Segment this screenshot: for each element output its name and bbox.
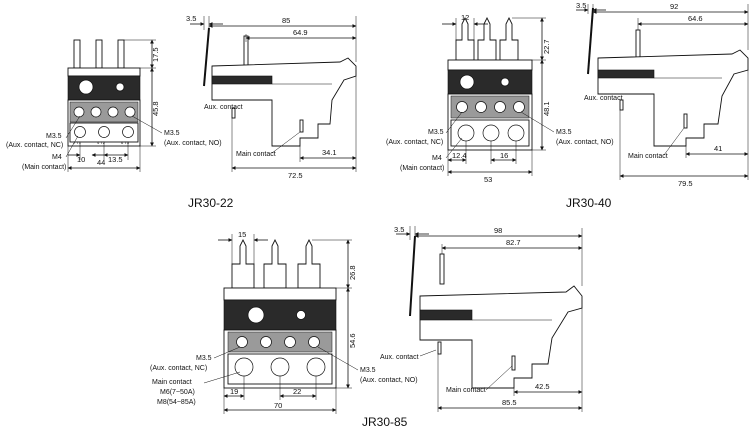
- jr30-22-aux-nc-label: (Aux. contact, NC): [6, 142, 63, 149]
- jr30-40-aux-no-label: (Aux. contact, NO): [556, 139, 614, 146]
- jr30-85-aux-no-label: (Aux. contact, NO): [360, 377, 418, 384]
- jr30-85-dim-height-mid: 54.6: [348, 333, 357, 348]
- jr30-40-dim-inner: 64.6: [688, 14, 703, 23]
- jr30-85-dim-height-top: 26.8: [348, 265, 357, 280]
- jr30-22-dim-inner: 64.9: [293, 28, 308, 37]
- jr30-85-dim-offset: 3.5: [394, 225, 404, 234]
- jr30-85-dim-lug: 15: [238, 230, 246, 239]
- jr30-40-dim-main: 41: [714, 144, 722, 153]
- jr30-22-dim-total: 85: [282, 16, 290, 25]
- jr30-40-main-screw: M4: [432, 155, 442, 162]
- jr30-40-dim-total: 92: [670, 2, 678, 11]
- jr30-40-dim-width: 53: [484, 175, 492, 184]
- jr30-40-model-title: JR30-40: [566, 196, 612, 210]
- jr30-40-main-label: (Main contact): [400, 165, 444, 172]
- jr30-85-side-dimensions: 3.5 98 82.7 42.5 85.5 Aux. contact Main …: [380, 225, 583, 412]
- jr30-22-side-main-label: Main contact: [236, 151, 276, 158]
- jr30-85-aux-no-screw: M3.5: [360, 367, 376, 374]
- jr30-40-aux-no-screw: M3.5: [556, 129, 572, 136]
- jr30-22-side-view: [203, 27, 357, 147]
- jr30-40-dim-height-top: 22.7: [542, 39, 551, 54]
- jr30-22-dim-pitch-b: 13.5: [108, 155, 123, 164]
- jr30-85-model-title: JR30-85: [362, 415, 408, 429]
- jr30-22-dim-main: 34.1: [322, 148, 337, 157]
- svg-text:2 T1: 2 T1: [73, 140, 82, 145]
- jr30-22-dim-width: 44: [97, 158, 105, 167]
- jr30-40-aux-nc-screw: M3.5: [428, 129, 444, 136]
- jr30-22-side-aux-label: Aux. contact: [204, 104, 243, 111]
- jr30-40-front-view: [447, 16, 533, 151]
- jr30-85-side-view: [409, 235, 583, 389]
- jr30-22-front-dimensions: 17.5 45.8 44 10 13.5 M3.5 (Aux. contact,…: [6, 39, 222, 172]
- jr30-85-main-screw-large: M8(54~85A): [157, 399, 196, 406]
- jr30-40-side-dimensions: 3.5 92 64.6 41 79.5 Aux. contact Main co…: [576, 1, 749, 188]
- jr30-22-dim-height-top: 17.5: [151, 47, 160, 62]
- jr30-40-dim-pitch-a: 12.4: [452, 151, 467, 160]
- jr30-40-front-dimensions: 12 22.7 48.1 53 12.4 16 M3.5 (Aux. conta…: [386, 13, 614, 184]
- jr30-22-dim-depth: 72.5: [288, 171, 303, 180]
- jr30-85-aux-nc-label: (Aux. contact, NC): [150, 365, 207, 372]
- jr30-22-main-screw: M4: [52, 154, 62, 161]
- jr30-40-aux-nc-label: (Aux. contact, NC): [386, 139, 443, 146]
- jr30-22-aux-nc-screw: M3.5: [46, 133, 62, 140]
- jr30-22-dim-offset: 3.5: [186, 14, 196, 23]
- jr30-85-main-screw-small: M6(7~50A): [160, 389, 195, 396]
- svg-text:4 T2: 4 T2: [97, 140, 106, 145]
- jr30-85-dim-depth: 85.5: [502, 398, 517, 407]
- jr30-22-dim-height-mid: 45.8: [151, 101, 160, 116]
- jr30-85-dim-pitch-b: 22: [293, 387, 301, 396]
- jr30-22-main-label: (Main contact): [22, 164, 66, 171]
- jr30-85-dim-pitch-a: 19: [230, 387, 238, 396]
- jr30-40-side-main-label: Main contact: [628, 153, 668, 160]
- jr30-40-dim-pitch-b: 16: [500, 151, 508, 160]
- jr30-85-dim-inner: 82.7: [506, 238, 521, 247]
- jr30-40-dim-offset: 3.5: [576, 1, 586, 10]
- jr30-22-front-view: 2 T1 4 T2 6 T3: [67, 39, 141, 147]
- jr30-40-side-aux-label: Aux. contact: [584, 95, 623, 102]
- jr30-40-dim-lug: 12: [461, 13, 469, 22]
- jr30-85-front-dimensions: 15 26.8 54.6 70 19 22 M3.5 (Aux. contact…: [150, 230, 418, 414]
- jr30-22-aux-no-screw: M3.5: [164, 130, 180, 137]
- svg-text:6 T3: 6 T3: [121, 140, 130, 145]
- jr30-40-side-view: [587, 7, 749, 147]
- jr30-22-dim-pitch-a: 10: [77, 155, 85, 164]
- jr30-85-dim-width: 70: [274, 401, 282, 410]
- jr30-85-side-main-label: Main contact: [446, 387, 486, 394]
- jr30-85-main-label: Main contact: [152, 379, 192, 386]
- jr30-85-side-aux-label: Aux. contact: [380, 354, 419, 361]
- jr30-22-side-dimensions: 3.5 85 64.9 34.1 72.5 Aux. contact Main …: [186, 14, 357, 180]
- jr30-40-dim-height-mid: 48.1: [542, 101, 551, 116]
- jr30-85-dim-total: 98: [494, 226, 502, 235]
- jr30-22-aux-no-label: (Aux. contact, NO): [164, 140, 222, 147]
- jr30-40-dim-depth: 79.5: [678, 179, 693, 188]
- jr30-22-model-title: JR30-22: [188, 196, 234, 210]
- jr30-85-front-view: [223, 238, 337, 389]
- jr30-85-aux-nc-screw: M3.5: [196, 355, 212, 362]
- jr30-85-dim-main: 42.5: [535, 382, 550, 391]
